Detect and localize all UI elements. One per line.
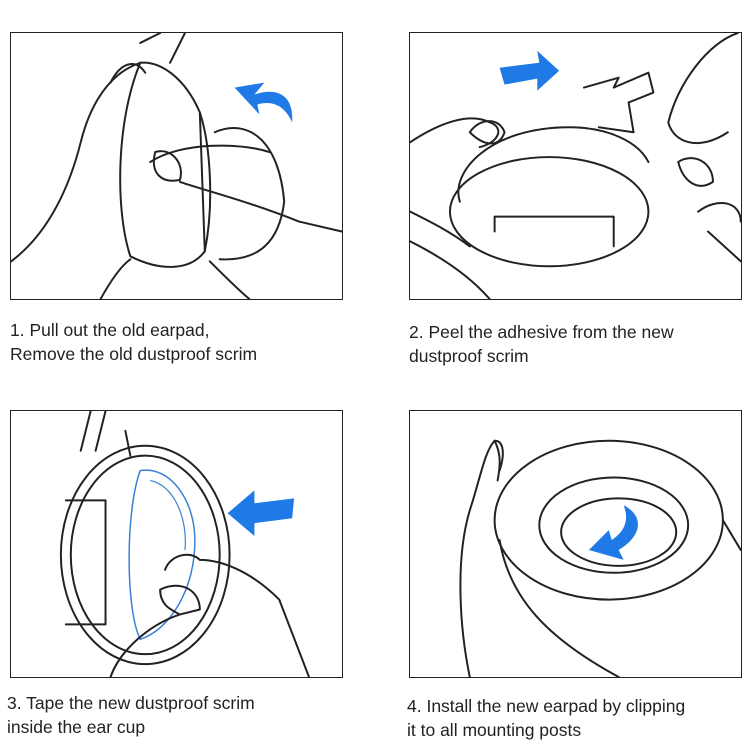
step-3-line-2: inside the ear cup: [7, 717, 146, 737]
left-arrow-icon: [227, 490, 295, 537]
step-1-illustration: [10, 32, 343, 300]
step-3-caption: 3. Tape the new dustproof scrim inside t…: [7, 691, 347, 739]
step-2-illustration: [409, 32, 742, 300]
right-arrow-icon: [499, 50, 560, 91]
step-4-line-1: 4. Install the new earpad by clipping: [407, 696, 686, 716]
step-3-illustration: [10, 410, 343, 678]
clockwise-arrow-icon: [588, 505, 638, 560]
step-1-line-2: Remove the old dustproof scrim: [10, 344, 258, 364]
step-4-illustration: [409, 410, 742, 678]
curved-arrow-icon: [234, 82, 293, 123]
step-1-caption: 1. Pull out the old earpad, Remove the o…: [10, 318, 350, 366]
step-4-line-2: it to all mounting posts: [407, 720, 582, 740]
step-2-caption: 2. Peel the adhesive from the new dustpr…: [409, 320, 749, 368]
step-2-line-2: dustproof scrim: [409, 346, 529, 366]
step-4-caption: 4. Install the new earpad by clipping it…: [407, 694, 747, 742]
step-1-line-1: 1. Pull out the old earpad,: [10, 320, 210, 340]
step-3-line-1: 3. Tape the new dustproof scrim: [7, 693, 255, 713]
step-2-line-1: 2. Peel the adhesive from the new: [409, 322, 674, 342]
